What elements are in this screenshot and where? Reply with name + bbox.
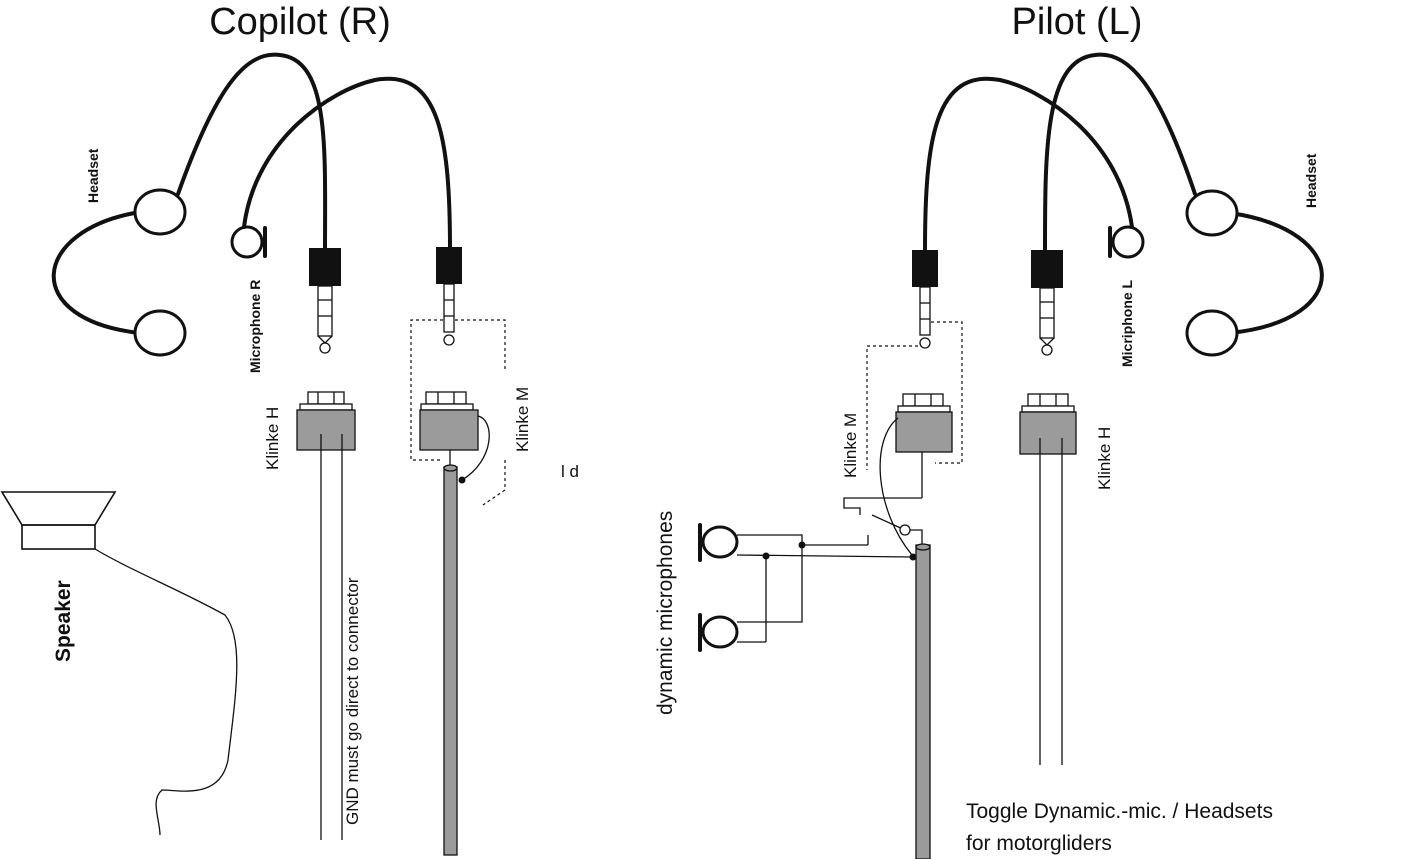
speaker (0, 491, 238, 836)
copilot-title: Copilot (R) (209, 1, 391, 43)
pilot-headset-label: Headset (1303, 153, 1319, 208)
copilot-microphone (230, 76, 452, 259)
pilot-earcup-top (1185, 189, 1239, 237)
copilot-headset (51, 52, 328, 357)
pilot-jack-m (802, 393, 953, 859)
pilot-plug-m (912, 250, 938, 349)
gnd-note: GND must go direct to connector (343, 577, 362, 825)
pilot-jack-m-label: Klinke M (841, 413, 860, 478)
copilot-earcup-bottom (133, 309, 187, 357)
copilot-cable (443, 466, 458, 856)
copilot-microphone-label: Microphone R (247, 280, 263, 373)
pilot-microphone (923, 76, 1145, 259)
dynamic-mics-label: dynamic microphones (654, 511, 677, 715)
speaker-label: Speaker (52, 580, 75, 662)
pilot-earcup-bottom (1185, 309, 1239, 357)
copilot-jack-m-label: Klinke M (513, 387, 532, 452)
copilot-earcup-top (133, 188, 187, 236)
pilot-jack-h (1019, 393, 1077, 765)
copilot-jack-h (296, 391, 356, 840)
copilot-headset-label: Headset (85, 148, 101, 203)
note-label: l d (561, 462, 579, 481)
footer-line1: Toggle Dynamic.-mic. / Headsets (966, 800, 1273, 823)
copilot-dashed-box (410, 319, 443, 461)
pilot-cable (915, 544, 931, 859)
pilot-jack-h-label: Klinke H (1095, 427, 1114, 490)
pilot-title: Pilot (L) (1012, 1, 1143, 43)
pilot-dashed-box (866, 345, 918, 470)
copilot-jack-m (419, 391, 490, 856)
copilot-plug-m (436, 247, 462, 346)
footer-line2: for motorgliders (966, 832, 1112, 855)
pilot-microphone-label: Micriphone L (1119, 279, 1135, 367)
copilot-jack-h-label: Klinke H (263, 407, 282, 470)
pilot-plug-h (1031, 250, 1063, 356)
copilot-plug-h (309, 248, 341, 354)
pilot-headset (1043, 52, 1324, 357)
dynamic-microphones (698, 523, 914, 652)
